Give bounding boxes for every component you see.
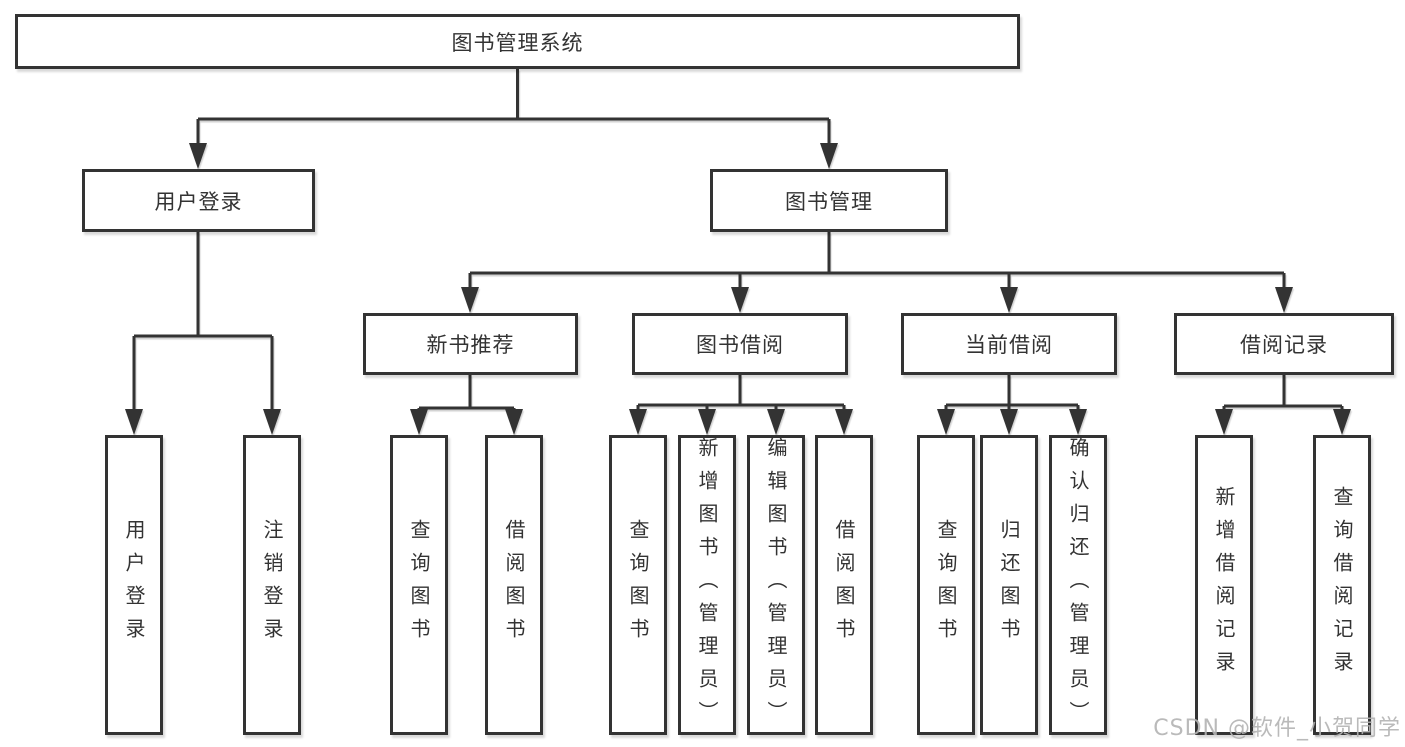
node-leaf-query-book-recommend: 查询图书 — [390, 435, 448, 735]
node-label: 图书管理系统 — [451, 30, 584, 55]
node-leaf-query-book-borrow: 查询图书 — [609, 435, 667, 735]
node-label: 新增图书（管理员） — [695, 436, 719, 734]
node-leaf-user-login: 用户登录 — [105, 435, 163, 735]
node-leaf-query-borrow-record: 查询借阅记录 — [1313, 435, 1371, 735]
node-label: 借阅图书 — [502, 519, 526, 651]
node-leaf-edit-book-admin: 编辑图书（管理员） — [747, 435, 805, 735]
node-label: 图书管理 — [785, 189, 873, 214]
node-leaf-query-book-current: 查询图书 — [917, 435, 975, 735]
node-label: 查询图书 — [407, 519, 431, 651]
node-label: 当前借阅 — [965, 333, 1053, 357]
node-current-borrow: 当前借阅 — [901, 313, 1117, 375]
node-label: 借阅记录 — [1240, 333, 1328, 357]
node-user-login-branch: 用户登录 — [82, 169, 315, 232]
node-leaf-add-borrow-record: 新增借阅记录 — [1195, 435, 1253, 735]
node-book-management-branch: 图书管理 — [710, 169, 948, 232]
node-leaf-return-book: 归还图书 — [980, 435, 1038, 735]
node-label: 新增借阅记录 — [1212, 486, 1236, 684]
node-leaf-confirm-return-admin: 确认归还（管理员） — [1049, 435, 1107, 735]
node-label: 编辑图书（管理员） — [764, 436, 788, 734]
node-label: 借阅图书 — [832, 519, 856, 651]
node-new-book-recommend: 新书推荐 — [363, 313, 578, 375]
node-leaf-borrow-book-recommend: 借阅图书 — [485, 435, 543, 735]
node-label: 确认归还（管理员） — [1066, 436, 1090, 734]
node-label: 归还图书 — [997, 519, 1021, 651]
node-library-management-system: 图书管理系统 — [15, 14, 1020, 69]
node-label: 新书推荐 — [426, 333, 515, 357]
node-label: 查询图书 — [626, 519, 650, 651]
node-label: 用户登录 — [122, 519, 146, 651]
node-label: 图书借阅 — [696, 333, 784, 357]
node-label: 注销登录 — [260, 519, 284, 651]
node-label: 查询借阅记录 — [1330, 486, 1354, 684]
node-borrow-records: 借阅记录 — [1174, 313, 1394, 375]
csdn-watermark: CSDN @软件_小贺同学 — [1153, 716, 1401, 741]
node-label: 查询图书 — [934, 519, 958, 651]
node-leaf-borrow-book: 借阅图书 — [815, 435, 873, 735]
arrowheads — [125, 143, 1351, 435]
node-label: 用户登录 — [154, 189, 243, 214]
node-leaf-logout: 注销登录 — [243, 435, 301, 735]
node-book-borrow: 图书借阅 — [632, 313, 848, 375]
node-leaf-add-book-admin: 新增图书（管理员） — [678, 435, 736, 735]
connector-stems — [132, 69, 1344, 414]
